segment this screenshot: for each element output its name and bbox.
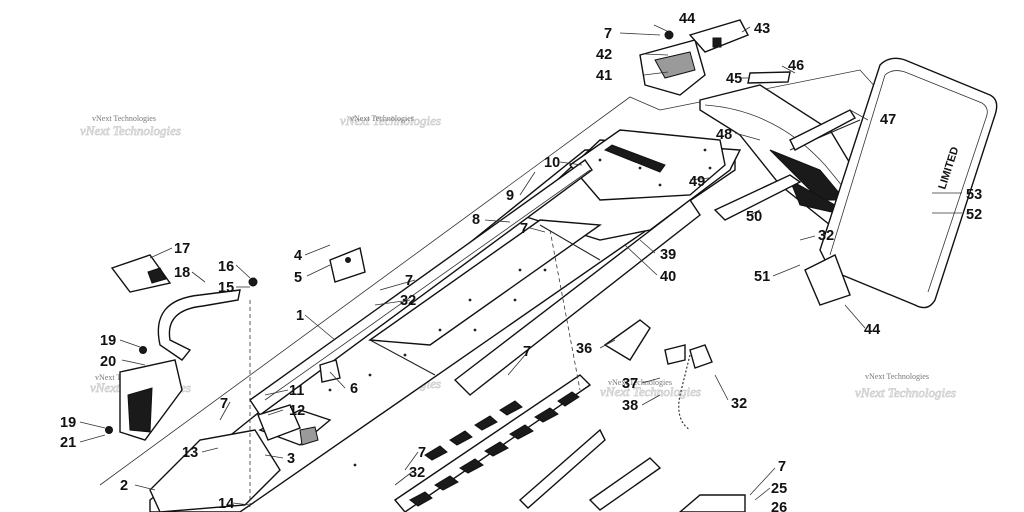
callout-50: 50 [746,209,762,225]
callout-32: 32 [731,396,747,412]
tunnel-left-wall [249,159,593,416]
grab-bar-assembly: LIMITED [804,57,998,309]
callout-41: 41 [596,68,612,84]
callout-40: 40 [660,269,676,285]
callout-32: 32 [400,293,416,309]
callout-46: 46 [788,58,804,74]
part-6 [319,359,341,383]
watermark-text: vNext Technologies [608,378,672,387]
callout-52: 52 [966,207,982,223]
callout-21: 21 [60,435,76,451]
callout-18: 18 [174,265,190,281]
callout-5: 5 [294,270,302,286]
bumper-cap-43 [688,19,749,53]
callout-16: 16 [218,259,234,275]
watermark-text: vNext Technologies [92,114,156,123]
callout-7: 7 [418,445,426,461]
front-left-parts [105,247,746,512]
running-board-rail [518,428,606,509]
callout-39: 39 [660,247,676,263]
callout-7: 7 [778,459,786,475]
trim-strip-47 [789,109,856,151]
watermark-outline: vNext Technologies [600,384,701,399]
callout-7: 7 [604,26,612,42]
callouts: 44 7 43 42 41 45 46 47 48 49 10 9 8 7 39… [60,11,982,512]
grab-bar-bracket [804,254,851,306]
watermark-text: vNext Technologies [350,114,414,123]
callout-36: 36 [576,341,592,357]
callout-32: 32 [818,228,834,244]
rear-rail-50 [713,174,802,221]
nut-16 [248,277,258,287]
callout-13: 13 [182,445,198,461]
callout-6: 6 [350,381,358,397]
callout-48: 48 [716,127,732,143]
callout-14: 14 [218,496,234,512]
part-25 [678,494,746,512]
callout-15: 15 [218,280,234,296]
brand-decal [603,144,666,173]
callout-26: 26 [771,500,787,512]
watermark-text: vNext Technologies [865,372,929,381]
callout-17: 17 [174,241,190,257]
callout-7: 7 [405,273,413,289]
callout-53: 53 [966,187,982,203]
cover-17 [110,254,172,293]
callout-49: 49 [689,174,705,190]
callout-7: 7 [220,396,228,412]
callout-44: 44 [679,11,695,27]
callout-51: 51 [754,269,770,285]
callout-43: 43 [754,21,770,37]
cover-36 [603,319,651,361]
tunnel-right-wall [453,198,701,396]
callout-7: 7 [523,344,531,360]
rear-bumper-parts [639,19,871,226]
callout-47: 47 [880,112,896,128]
watermark-outline: vNext Technologies [855,385,956,400]
cross-brace [368,219,602,346]
callout-38: 38 [622,398,638,414]
callout-11: 11 [289,383,304,399]
leader-lines [79,24,962,506]
decal-46 [747,71,791,84]
bumper-15 [157,289,241,361]
callout-10: 10 [544,155,560,171]
footrest-bar [588,457,662,511]
callout-1: 1 [296,308,304,324]
callout-19: 19 [60,415,76,431]
callout-42: 42 [596,47,612,63]
callout-37: 37 [622,376,638,392]
watermark-outline: vNext Technologies [80,123,181,138]
callout-3: 3 [287,451,295,467]
callout-8: 8 [472,212,480,228]
callout-12: 12 [289,403,305,419]
callout-32: 32 [409,465,425,481]
callout-19: 19 [100,333,116,349]
nut-44 [664,30,674,40]
front-frame [149,429,281,512]
callout-4: 4 [294,248,302,264]
callout-2: 2 [120,478,128,494]
callout-9: 9 [506,188,514,204]
module-12 [257,404,301,441]
watermark-outline: vNext Technologies [340,113,441,128]
heat-exchanger [393,374,592,512]
bracket-5 [329,247,366,283]
callout-20: 20 [100,354,116,370]
callout-25: 25 [771,481,787,497]
callout-45: 45 [726,71,742,87]
callout-7: 7 [520,221,528,237]
callout-44: 44 [864,322,880,338]
